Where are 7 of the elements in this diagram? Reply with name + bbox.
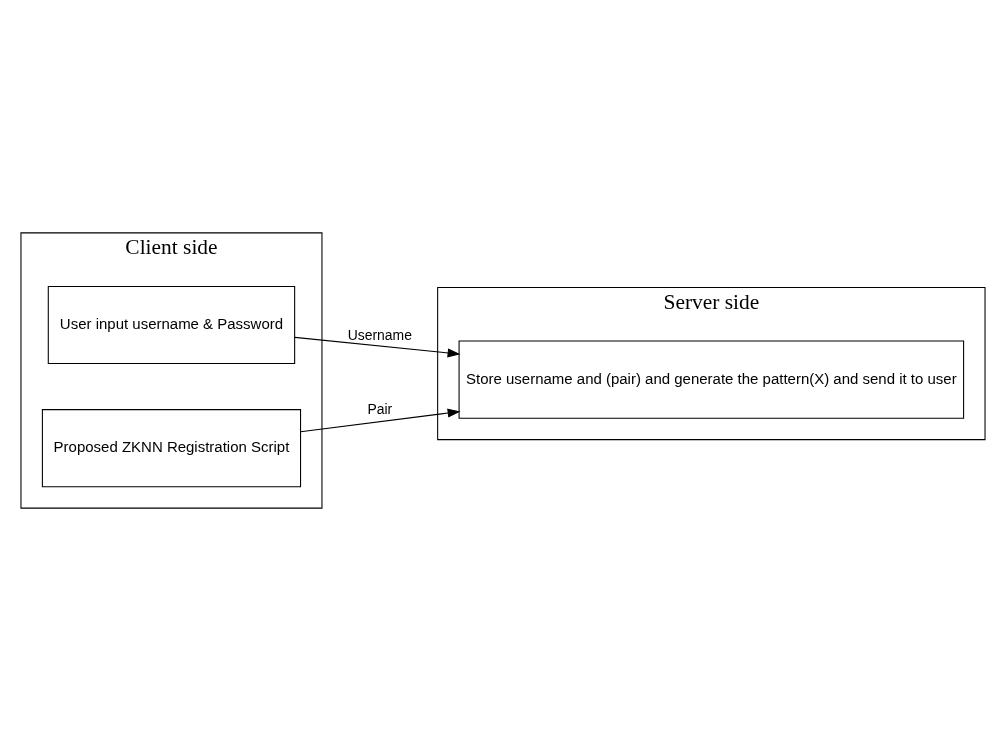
node-box: User input username & Password <box>47 285 296 365</box>
node-box: Store username and (pair) and generate the pattern(X) and send it to user <box>458 340 965 419</box>
arrow <box>294 336 461 358</box>
node-box: Proposed ZKNN Registration Script <box>41 409 302 488</box>
edge-label: Pair <box>367 401 393 418</box>
edge-label: Username <box>347 327 412 344</box>
arrow <box>300 408 461 433</box>
